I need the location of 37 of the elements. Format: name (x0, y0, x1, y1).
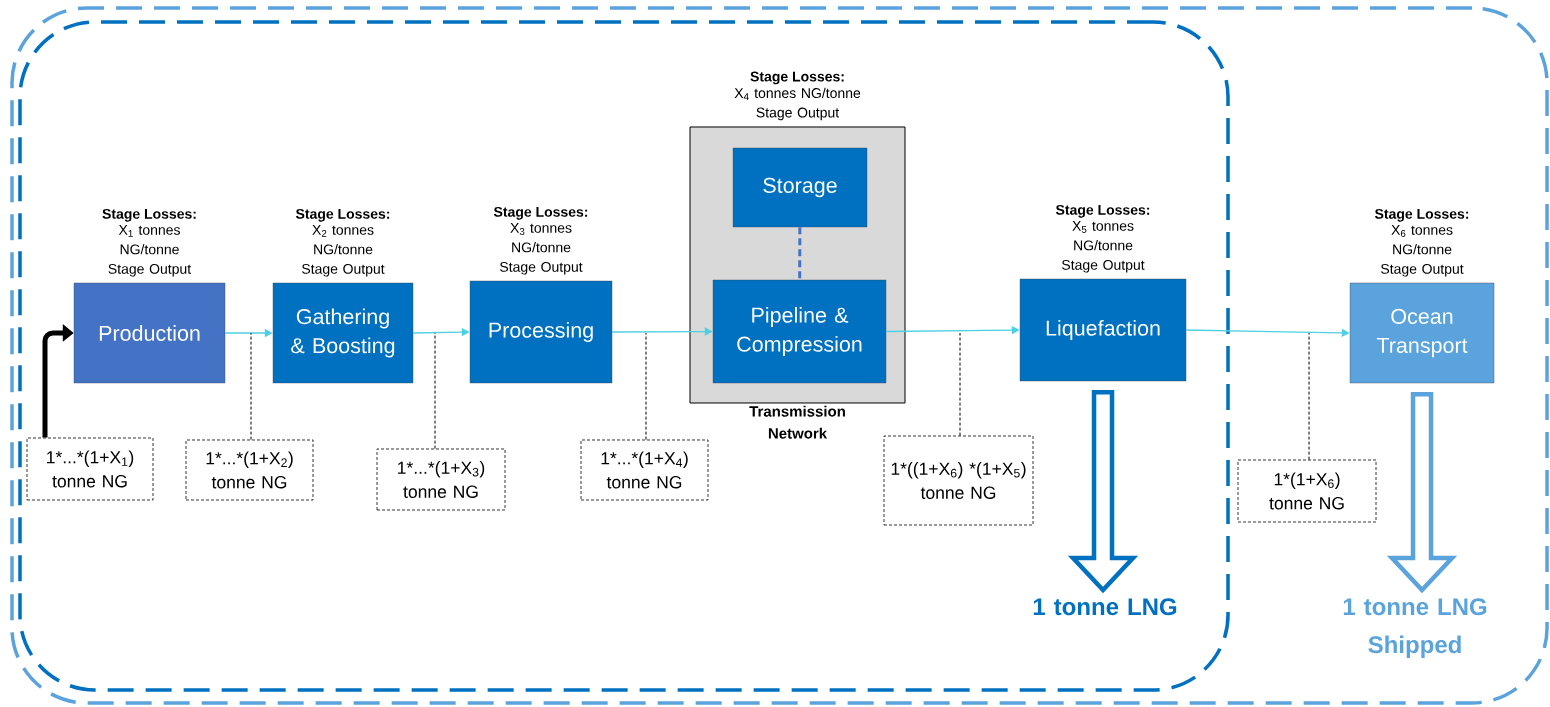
output-label: 1 tonne LNG Shipped (1343, 598, 1487, 658)
process-box: Production (73, 282, 226, 384)
stage-losses-text: X$_{6}$ tonnes NG/tonne Stage Output (1381, 225, 1464, 277)
stage-losses-heading: Stage Losses: (750, 71, 844, 85)
process-box: Processing (469, 280, 613, 384)
note-box: 1*((1+X$_{6}$) *(1+X$_{5}$) tonne NG (883, 435, 1034, 526)
process-box: Ocean Transport (1349, 282, 1495, 384)
note-box: 1*...*(1+X$_{3}$) tonne NG (376, 448, 506, 511)
note-box: 1*(1+X$_{6}$) tonne NG (1237, 459, 1377, 523)
note-box: 1*...*(1+X$_{2}$) tonne NG (185, 439, 314, 501)
process-box: Liquefaction (1019, 278, 1187, 382)
leader-line (1308, 332, 1310, 461)
leader-line (959, 332, 961, 437)
note-box: 1*...*(1+X$_{1}$) tonne NG (26, 437, 154, 501)
stage-losses-text: X$_{3}$ tonnes NG/tonne Stage Output (500, 223, 583, 275)
stage-losses-text: X$_{4}$ tonnes NG/tonne Stage Output (734, 87, 861, 121)
note-box: 1*...*(1+X$_{4}$) tonne NG (580, 439, 709, 501)
stage-losses-heading: Stage Losses: (1055, 204, 1150, 218)
stage-losses-heading: Stage Losses: (493, 206, 588, 220)
stage-losses-heading: Stage Losses: (102, 208, 196, 222)
process-box: Pipeline & Compression (712, 279, 887, 384)
leader-line (645, 332, 647, 441)
stage-losses-text: X$_{1}$ tonnes NG/tonne Stage Output (108, 225, 191, 277)
process-box: Gathering & Boosting (272, 282, 414, 384)
stage-losses-heading: Stage Losses: (295, 208, 390, 222)
leader-line (434, 332, 436, 450)
dashed-line (798, 227, 802, 280)
dashed-region (18, 20, 1230, 692)
hollow-arrow (1386, 391, 1458, 594)
stage-losses-text: X$_{5}$ tonnes NG/tonne Stage Output (1062, 221, 1145, 273)
leader-line (250, 332, 252, 441)
dashed-region (10, 6, 1549, 705)
output-label: 1 tonne LNG (1033, 598, 1177, 616)
process-box: Storage (732, 147, 868, 228)
stage-losses-text: X$_{2}$ tonnes NG/tonne Stage Output (302, 225, 385, 277)
hollow-arrow (1067, 389, 1139, 594)
stage-losses-heading: Stage Losses: (1374, 208, 1469, 222)
